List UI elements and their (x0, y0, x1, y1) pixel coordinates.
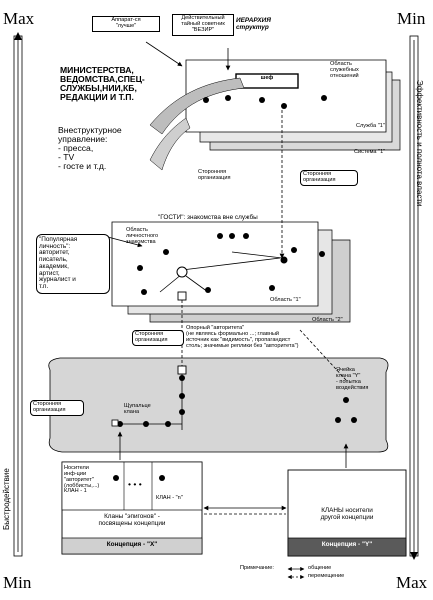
external-org-callout-1: Сторонняя организация (300, 170, 358, 186)
concept-y-caption: КЛАНЫ носители другой концепции (320, 507, 374, 521)
concept-y-title: Концепция - "Y" (321, 541, 373, 548)
council-callout: Действительный тайный советник "ВЕЗИР" (172, 14, 234, 36)
legend-dashed-label: перемещение (308, 573, 345, 579)
connections (103, 41, 349, 515)
concept-x-dots: • • • (128, 479, 142, 489)
guests-label: "ГОСТИ": знакомства вне службы (158, 214, 258, 221)
outside-management-label: Внеструктурное управление: - пресса, - Т… (58, 125, 122, 172)
external-org-callout-3: Сторонняя организация (30, 400, 84, 416)
authority-marker (177, 365, 187, 375)
service1-label: Служба "1" (356, 123, 385, 129)
hierarchy-callout: ИЕРАРХИЯ структур (236, 17, 271, 31)
legend-arrows (287, 566, 305, 580)
area2-label: Область "2" (312, 317, 343, 323)
right-axis (409, 35, 419, 560)
popular-person-node (176, 266, 188, 278)
ministries-label: МИНИСТЕРСТВА, ВЕДОМСТВА,СПЕЦ- СЛУЖБЫ,НИИ… (60, 65, 145, 103)
service-panels (185, 59, 401, 151)
system-label: Система "1" (354, 149, 386, 155)
concept-x-box (61, 461, 203, 555)
person-nodes (113, 95, 357, 481)
influence-wedge (149, 77, 245, 171)
authority-label: Опорный "авторитета" (не являясь формаль… (186, 325, 299, 349)
concept-x-caption: Кланы "эпигонов" - посвящены концепции (98, 513, 166, 527)
service-area-label-2: Сторонняя организация (198, 169, 231, 181)
area-panels (111, 221, 351, 323)
tentacle-marker (111, 419, 119, 427)
legend-title: Примечание: (240, 565, 274, 571)
clan-band (48, 357, 389, 453)
left-axis-top-label: Max (3, 9, 35, 28)
right-axis-bottom-label: Max (396, 573, 428, 592)
concept-x-title: Концепция - "X" (106, 541, 158, 548)
tentacle-label: Щупальце клана (124, 403, 151, 415)
right-axis-title: Эффективность и полнота власти (415, 80, 424, 207)
apparatus-callout: Аппарат-ся "лучше" (92, 16, 160, 32)
concept-x-clan-n: КЛАН - "n" (156, 495, 183, 501)
popular-person-callout: "Популярная личность": авторитет, писате… (36, 234, 110, 294)
chief-box: шеф (260, 75, 274, 81)
external-org-callout-2: Сторонняя организация (132, 330, 184, 346)
service-area-label: Область служебных отношений (330, 61, 359, 79)
concept-x-clan1: Носители инф-ции "авторитет" (лоббисты,.… (64, 465, 100, 495)
left-axis-title: Быстродействие (2, 468, 11, 530)
left-axis-bottom-label: Min (3, 573, 32, 592)
popular-person-marker (177, 291, 187, 301)
legend-solid-label: общение (308, 565, 332, 571)
left-axis (13, 32, 23, 557)
clan-cell-label: Ячейка клана "Y" - попытка воздействия (336, 367, 369, 391)
area1-label: Область "1" (270, 297, 301, 303)
concept-y-box (287, 469, 407, 557)
right-axis-top-label: Min (397, 9, 426, 28)
acquaintance-area-label: Область личностного знакомства (126, 227, 159, 245)
